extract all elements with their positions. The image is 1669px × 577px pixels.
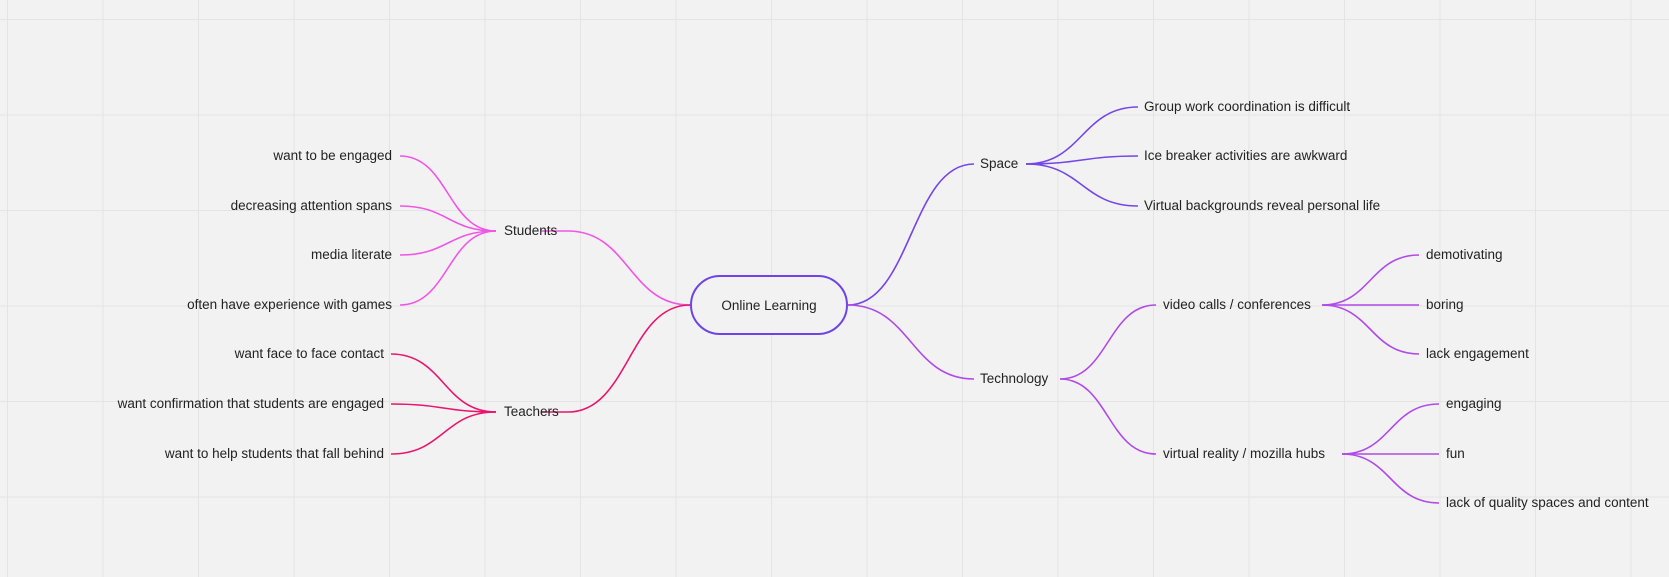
node-vr-child[interactable]: fun — [1446, 446, 1465, 461]
link-technology-vr — [1059, 378, 1157, 455]
node-space[interactable]: Space — [980, 156, 1019, 171]
node-teachers-child[interactable]: want to help students that fall behind — [164, 446, 384, 461]
link-students-child — [399, 230, 497, 306]
node-teachers-child[interactable]: want face to face contact — [234, 346, 384, 361]
node-space-child[interactable]: Ice breaker activities are awkward — [1144, 148, 1348, 163]
root-node[interactable]: Online Learning — [690, 275, 848, 335]
link-vr-child — [1341, 453, 1440, 504]
node-vr-child[interactable]: engaging — [1446, 396, 1502, 411]
link-technology-video — [1059, 304, 1157, 380]
node-video-calls-child[interactable]: lack engagement — [1426, 346, 1529, 361]
node-students-child[interactable]: media literate — [310, 247, 392, 262]
link-students-child — [399, 205, 497, 232]
link-space-child — [1025, 106, 1139, 165]
link-video-child — [1321, 304, 1420, 355]
root-label: Online Learning — [721, 297, 817, 313]
node-students-child[interactable]: want to be engaged — [273, 148, 392, 163]
link-students-child — [399, 230, 497, 256]
link-video-child — [1321, 254, 1420, 306]
node-space-child[interactable]: Group work coordination is difficult — [1144, 99, 1351, 114]
node-students[interactable]: Students — [504, 223, 558, 238]
node-teachers-child[interactable]: want confirmation that students are enga… — [117, 396, 384, 411]
link-root-technology — [847, 304, 975, 380]
node-video-calls[interactable]: video calls / conferences — [1163, 297, 1311, 312]
link-space-child — [1025, 155, 1139, 165]
node-students-child[interactable]: decreasing attention spans — [230, 198, 392, 213]
node-technology[interactable]: Technology — [980, 371, 1049, 386]
node-teachers[interactable]: Teachers — [504, 404, 559, 419]
node-video-calls-child[interactable]: boring — [1426, 297, 1464, 312]
link-vr-child — [1341, 403, 1440, 455]
node-vr-child[interactable]: lack of quality spaces and content — [1446, 495, 1649, 510]
node-video-calls-child[interactable]: demotivating — [1426, 247, 1503, 262]
link-space-child — [1025, 163, 1139, 207]
link-students-child — [399, 155, 497, 232]
node-space-child[interactable]: Virtual backgrounds reveal personal life — [1144, 198, 1381, 213]
link-teachers-child — [390, 411, 497, 455]
link-root-students — [567, 230, 691, 306]
link-teachers-child — [390, 403, 497, 413]
link-teachers-child — [390, 353, 497, 413]
node-students-child[interactable]: often have experience with games — [187, 297, 392, 312]
link-root-space — [847, 163, 975, 306]
node-vr[interactable]: virtual reality / mozilla hubs — [1163, 446, 1326, 461]
link-root-teachers — [567, 304, 691, 413]
